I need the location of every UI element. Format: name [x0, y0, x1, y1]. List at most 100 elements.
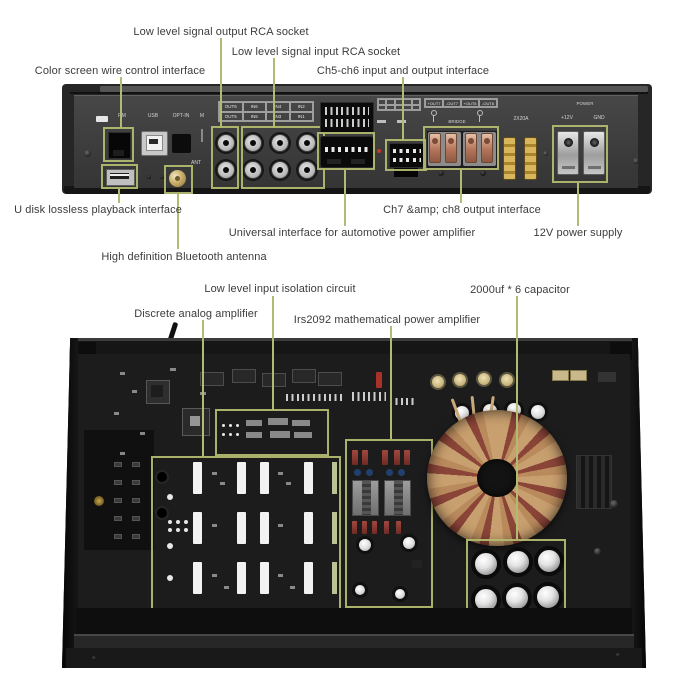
filter-capacitor	[534, 546, 564, 576]
panel-screw	[633, 158, 639, 164]
annotation-isolation: Low level input isolation circuit	[204, 283, 356, 295]
m-slot	[201, 129, 203, 142]
rca-label-cell: IN6	[242, 102, 266, 112]
panel-screw	[543, 151, 548, 156]
speaker-label-cell: -OUT8	[479, 99, 497, 107]
case-screw	[92, 656, 96, 660]
fuse	[503, 137, 516, 180]
bridge-label: BRIDGE	[448, 119, 466, 124]
speaker-terminal	[429, 133, 441, 163]
dsp-chip-core	[151, 385, 163, 397]
annotation-rca-output: Low level signal output RCA socket	[133, 26, 309, 38]
leader-line	[120, 77, 122, 128]
annotation-ch7-ch8: Ch7 &amp; ch8 output interface	[383, 204, 541, 216]
smd-part	[412, 560, 422, 568]
gold-standoff	[94, 496, 104, 506]
rca-output-highlight-box	[211, 126, 239, 189]
rear-panel-top-edge	[100, 86, 648, 92]
power-highlight-box	[552, 125, 608, 183]
harness-highlight-box	[317, 132, 375, 170]
smps-transformer	[352, 480, 379, 516]
ic-chip-label	[190, 416, 200, 426]
annotation-irs2092: Irs2092 mathematical power amplifier	[293, 314, 481, 326]
usb-b-slot	[149, 139, 158, 144]
heatsink	[576, 455, 612, 509]
gold-connector	[552, 370, 569, 381]
power-terminal-gnd	[583, 131, 605, 175]
rear-panel-bottom-edge	[64, 186, 650, 194]
rca-socket-out	[215, 132, 237, 154]
annotation-bluetooth: High definition Bluetooth antenna	[101, 251, 267, 263]
ch5-ch6-socket	[394, 168, 418, 177]
rca-socket-in	[269, 159, 291, 181]
pin-header-row	[393, 158, 421, 162]
ch5-marker	[377, 120, 386, 123]
rca-label-grid: OUT6 IN6 IN4 IN2 OUT5 IN5 IN3 IN1	[218, 101, 314, 122]
transistor-group	[232, 369, 256, 383]
pin-strip	[390, 398, 416, 405]
rca-label-cell: IN5	[242, 111, 266, 121]
leader-line	[220, 38, 222, 128]
rca-label-cell: IN1	[289, 111, 313, 121]
rca-jack-back	[452, 372, 468, 388]
usb-a-highlight-box	[101, 164, 138, 189]
rca-label-cell: OUT5	[219, 111, 243, 121]
capacitor-bank-box	[466, 539, 566, 618]
bridge-wire	[433, 115, 434, 122]
panel-screw	[438, 170, 444, 176]
front-rail	[74, 634, 634, 650]
rca-socket-in	[296, 132, 318, 154]
rca-jack-back	[499, 372, 515, 388]
leader-line	[577, 183, 579, 226]
rca-label-cell: IN2	[289, 102, 313, 112]
leader-line	[272, 296, 274, 410]
irs2092-amplifier-box	[345, 439, 433, 608]
harness-tab	[327, 159, 341, 164]
ch6-marker	[397, 120, 406, 123]
pair-button	[160, 175, 164, 179]
antenna-port-label: ANT	[191, 160, 201, 166]
rca-socket-in	[242, 159, 264, 181]
antenna-highlight-box	[164, 165, 193, 194]
rca-jack-back	[430, 374, 446, 390]
sub-board	[84, 430, 154, 550]
bridge-wire	[479, 115, 480, 122]
ch5-ch6-pin-header	[389, 143, 425, 168]
harness-pins	[325, 147, 369, 152]
annotation-u-disk: U disk lossless playback interface	[14, 204, 182, 216]
panel-screw	[480, 170, 486, 176]
rca-label-cell: IN3	[266, 111, 290, 121]
rca-label-cell: OUT6	[219, 102, 243, 112]
speaker-highlight-box	[423, 126, 499, 170]
bridge-wire-pin	[431, 110, 437, 116]
case-screw	[616, 653, 620, 657]
speaker-terminal	[465, 133, 477, 163]
dip-switch-row	[325, 107, 369, 115]
annotation-12v-power: 12V power supply	[533, 227, 623, 239]
antenna-pin	[175, 176, 180, 181]
speaker-label-cell: -OUT7	[443, 99, 461, 107]
filter-capacitor	[471, 549, 501, 579]
rm-highlight-box	[103, 127, 134, 162]
fuse-rating-label: 2X20A	[513, 116, 529, 122]
power-label: POWER	[576, 101, 594, 106]
usb-a-slot	[110, 173, 129, 179]
annotation-discrete: Discrete analog amplifier	[134, 308, 258, 320]
rca-input-highlight-box	[241, 126, 325, 189]
ch5-ch6-label-grid	[377, 98, 421, 111]
m-port-label: M	[199, 113, 205, 119]
bridge-wire-pin	[477, 110, 483, 116]
usb-port-label: USB	[147, 113, 159, 119]
speaker-label-cell: +OUT8	[461, 99, 479, 107]
isolation-circuit-box	[215, 409, 329, 456]
reset-button	[147, 175, 151, 179]
rca-socket-in	[296, 159, 318, 181]
dip-switch-panel	[320, 102, 374, 133]
fuse	[524, 137, 537, 180]
transistor-group	[318, 372, 342, 386]
leader-line	[273, 58, 275, 128]
optical-port-label: OPT-IN	[172, 113, 190, 119]
rca-label-cell: IN4	[266, 102, 290, 112]
ch5-ch6-highlight-box	[385, 139, 427, 171]
